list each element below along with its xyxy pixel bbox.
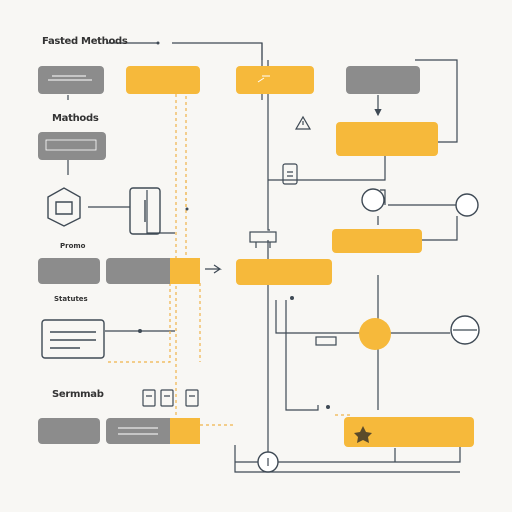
section-d-label: Sermmab <box>52 389 104 400</box>
node-circle-1[interactable] <box>361 188 385 212</box>
star-icon <box>354 426 372 443</box>
node-gray-1[interactable] <box>38 66 104 94</box>
node-circle-4[interactable] <box>257 451 279 473</box>
node-circle-3[interactable] <box>450 315 480 345</box>
node-orange-4[interactable] <box>332 229 422 253</box>
node-split-2[interactable] <box>106 418 200 444</box>
node-orange-2[interactable] <box>236 66 314 94</box>
doc-pair-icons <box>142 389 199 407</box>
node-gray-4[interactable] <box>38 258 100 284</box>
section-b-label: Promo <box>60 242 86 250</box>
connector-block-icon <box>249 231 277 248</box>
document-icon <box>282 163 298 185</box>
section-c-label: Statutes <box>54 295 88 303</box>
node-gray-5[interactable] <box>38 418 100 444</box>
dashed-connectors <box>105 70 350 426</box>
node-orange-6[interactable] <box>344 417 474 447</box>
node-gray-2[interactable] <box>346 66 420 94</box>
small-rect-icon <box>315 336 337 346</box>
panel-icon <box>129 187 161 235</box>
shield-icon <box>47 187 81 227</box>
node-gray-3[interactable] <box>38 132 106 160</box>
section-a-label: Mathods <box>52 113 99 124</box>
top-title: Fasted Methods <box>42 36 128 47</box>
node-orange-3[interactable] <box>336 122 438 156</box>
connectors <box>67 42 461 473</box>
node-circle-2[interactable] <box>455 193 479 217</box>
node-split-1[interactable] <box>106 258 200 284</box>
node-circle-orange[interactable] <box>359 318 391 350</box>
junction-dots <box>138 41 330 409</box>
list-box-icon <box>41 319 105 359</box>
node-orange-1[interactable] <box>126 66 200 94</box>
warning-icon <box>294 115 312 130</box>
node-orange-5[interactable] <box>236 259 332 285</box>
